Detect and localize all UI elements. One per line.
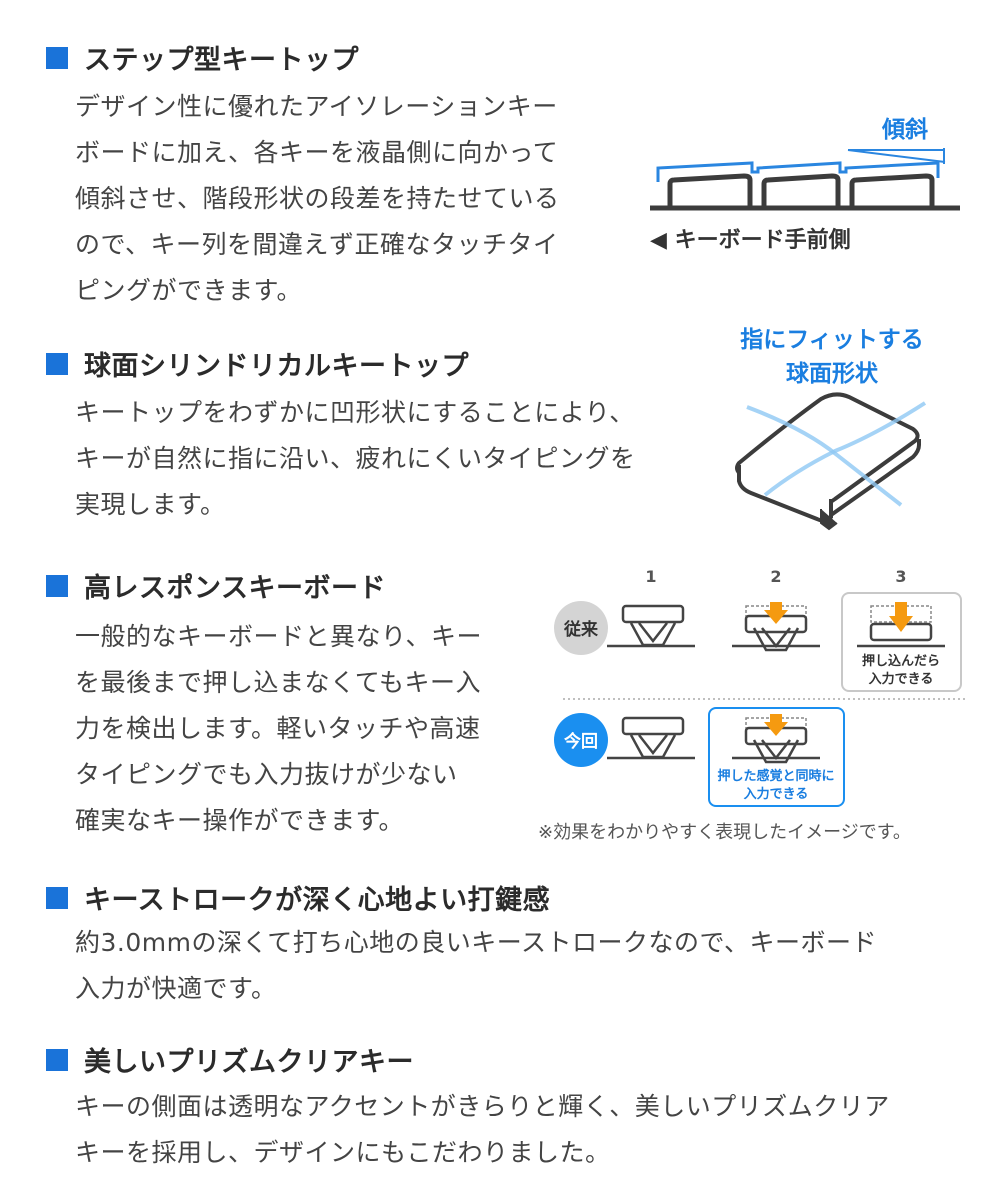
footnote: ※効果をわかりやすく表現したイメージです。 <box>538 822 911 843</box>
bullet-square-icon <box>46 352 68 375</box>
new-note-line2: 入力できる <box>744 786 809 802</box>
old-note-line2: 入力できる <box>869 671 934 687</box>
section-title-cylindrical-keytop: 球面シリンドリカルキートップ <box>46 344 469 383</box>
section-title-prism-key: 美しいプリズムクリアキー <box>46 1040 414 1079</box>
key-1 <box>667 173 753 208</box>
curve-line-2 <box>763 401 927 497</box>
new-note-line1: 押した感覚と同時に <box>717 768 834 784</box>
new-key-1 <box>607 716 695 760</box>
step-1-label: 1 <box>645 567 656 586</box>
step-3-label: 3 <box>895 567 906 586</box>
old-key-2 <box>732 602 820 652</box>
curve-line-1 <box>746 405 903 507</box>
section-body-high-response: 一般的なキーボードと異なり、キー を最後まで押し込まなくてもキー入 力を検出しま… <box>75 622 483 835</box>
badge-new-label: 今回 <box>564 731 598 752</box>
key-3 <box>849 173 935 208</box>
press-arrow-icon <box>889 602 913 632</box>
section-body-prism-key: キーの側面は透明なアクセントがきらりと輝く、美しいプリズムクリア キーを採用し、… <box>75 1092 890 1167</box>
new-key-2 <box>732 714 820 764</box>
badge-old-label: 従来 <box>563 619 599 640</box>
bullet-square-icon <box>46 46 68 69</box>
tilt-angle-line <box>847 149 946 163</box>
response-diagram: 1 2 3 従来 押し込んだら 入力できる 今回 押した感覚と同時に <box>554 567 965 807</box>
tilt-guide-line <box>656 161 940 182</box>
section-title-high-response: 高レスポンスキーボード <box>46 566 386 605</box>
section-body-step-keytop: デザイン性に優れたアイソレーションキー ボードに加え、各キーを液晶側に向かって … <box>75 92 560 305</box>
step-2-label: 2 <box>770 567 781 586</box>
section-body-keystroke: 約3.0mmの深くて打ち心地の良いキーストロークなので、キーボード 入力が快適で… <box>75 928 877 1003</box>
section-title-keystroke: キーストロークが深く心地よい打鍵感 <box>46 878 550 917</box>
step-keytop-diagram: 傾斜 ◀ キーボード手前側 <box>650 117 960 253</box>
badge-new <box>554 713 608 767</box>
bullet-square-icon <box>46 886 68 909</box>
section-body-cylindrical-keytop: キートップをわずかに凹形状にすることにより、 キーが自然に指に沿い、疲れにくいタ… <box>75 398 636 519</box>
section-title-step-keytop: ステップ型キートップ <box>46 38 359 77</box>
tilt-label: 傾斜 <box>881 117 928 143</box>
keyboard-front-label: ◀ キーボード手前側 <box>650 227 851 253</box>
key-2 <box>761 173 841 208</box>
press-arrow-icon <box>764 714 788 736</box>
old-key-1 <box>607 604 695 648</box>
cylindrical-label: 指にフィットする 球面形状 <box>740 327 924 387</box>
press-arrow-icon <box>764 602 788 624</box>
old-note-line1: 押し込んだら <box>862 653 940 669</box>
bullet-square-icon <box>46 1048 68 1071</box>
old-key-3 <box>857 602 945 648</box>
cylindrical-keytop-diagram <box>735 392 927 531</box>
bullet-square-icon <box>46 574 68 597</box>
badge-old <box>554 601 608 655</box>
keytop-side-right <box>829 439 921 517</box>
